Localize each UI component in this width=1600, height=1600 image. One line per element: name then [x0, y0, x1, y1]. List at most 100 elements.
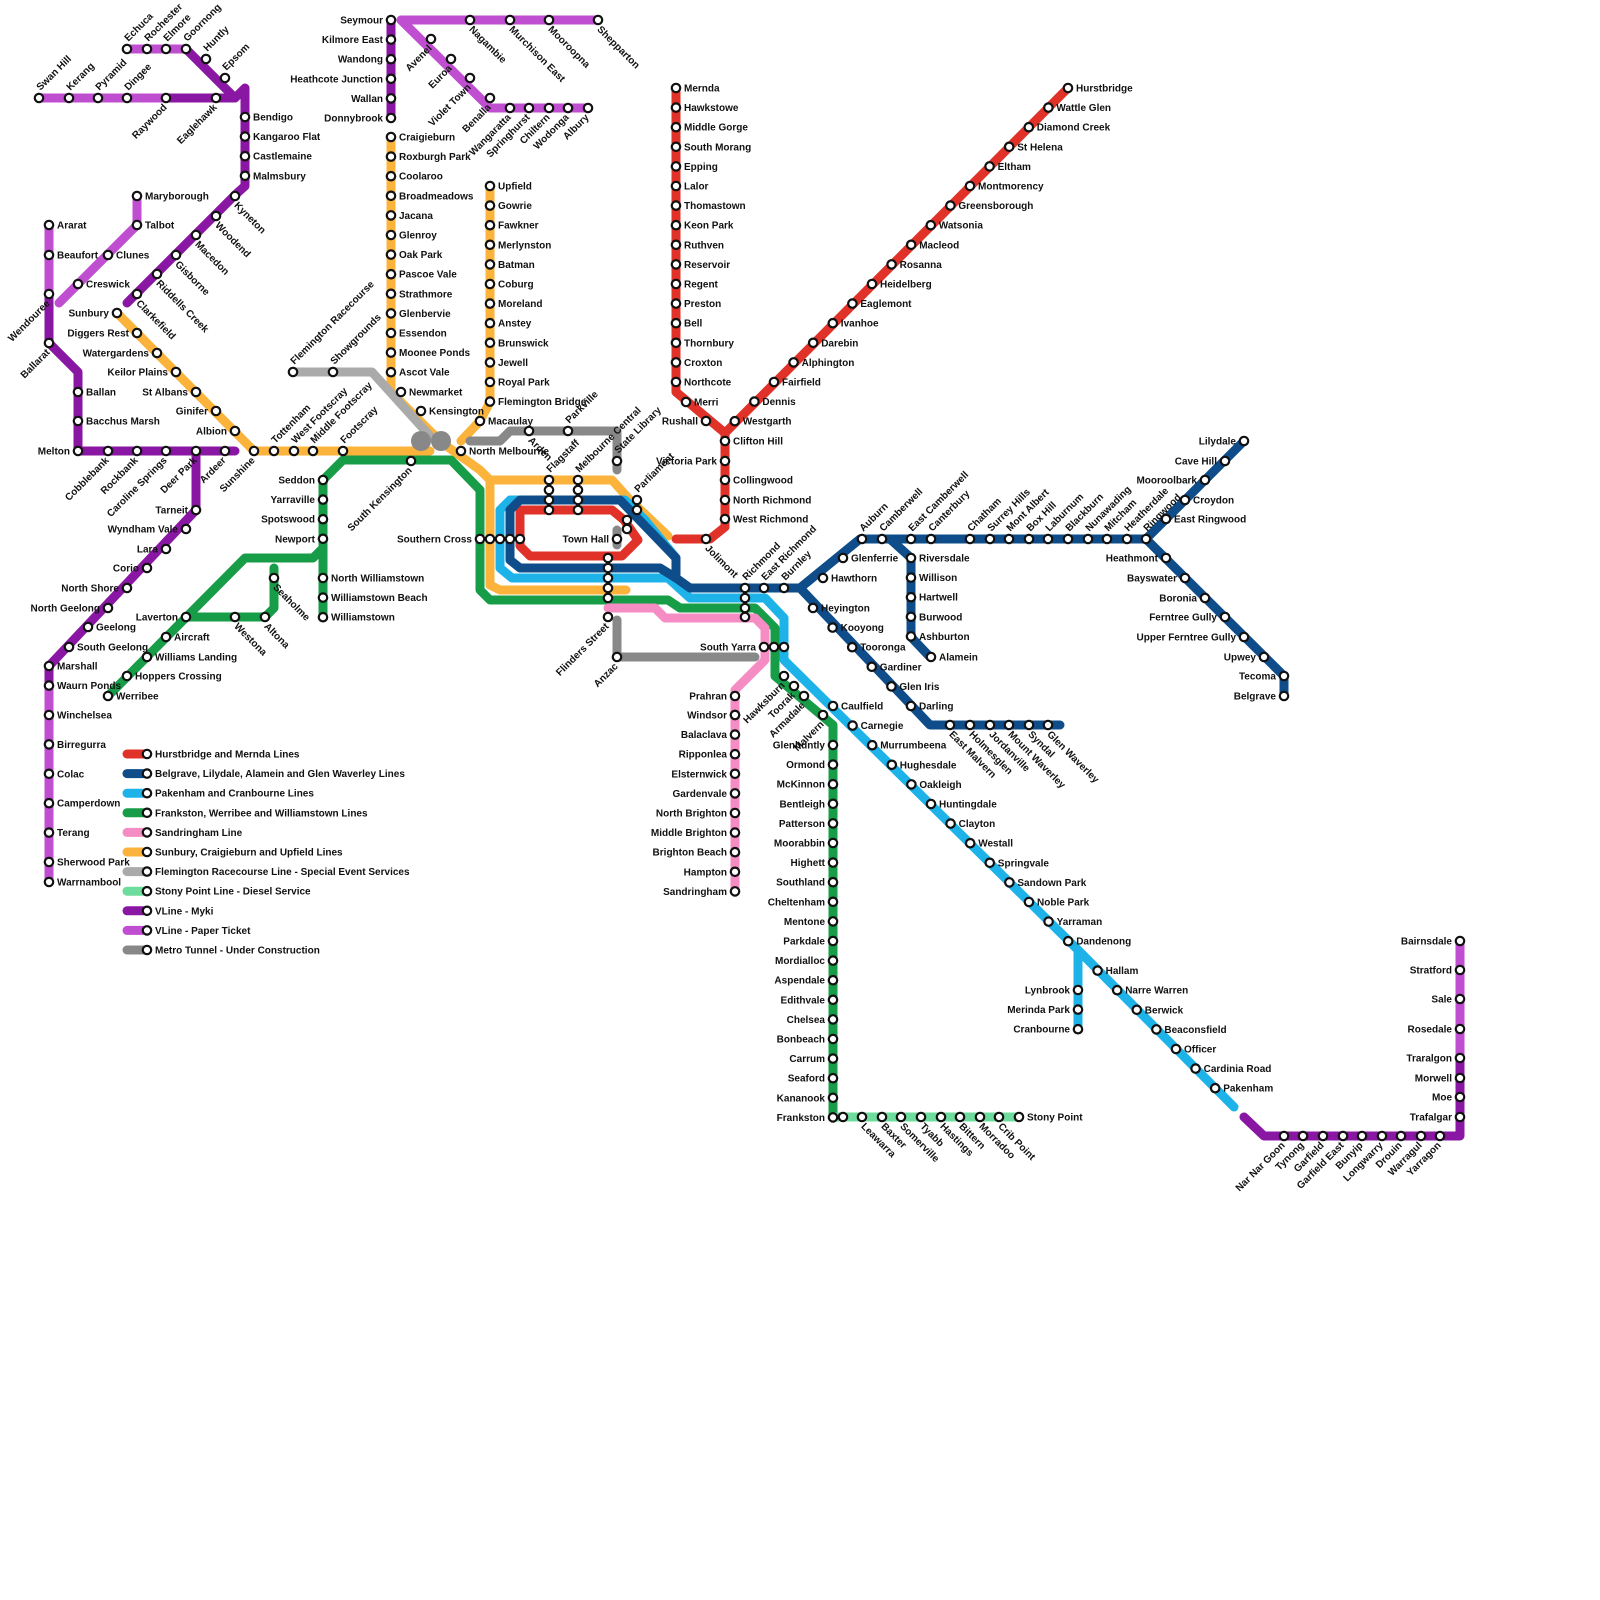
station-birregurra[interactable] [43, 739, 55, 750]
station-pascoe-vale[interactable] [385, 268, 397, 280]
station-elmore[interactable] [160, 43, 172, 55]
station-chelsea[interactable] [827, 1014, 839, 1025]
station-tynong[interactable] [1297, 1130, 1309, 1142]
station-burnley[interactable] [778, 582, 790, 594]
station-coburg[interactable] [484, 278, 496, 290]
station-castlemaine[interactable] [239, 150, 251, 162]
station-eltham[interactable] [984, 161, 995, 172]
station-sunshine[interactable] [248, 445, 260, 457]
station-springvale[interactable] [984, 857, 996, 869]
station-epsom[interactable] [219, 72, 231, 84]
station-east-richmond[interactable] [758, 582, 770, 594]
station-showgrounds[interactable] [327, 366, 339, 378]
station-rochester[interactable] [141, 43, 153, 55]
station-[interactable] [504, 533, 516, 545]
station-essendon[interactable] [385, 327, 397, 339]
station-ripponlea[interactable] [729, 748, 741, 760]
station-williamstown[interactable] [317, 611, 329, 623]
station-berwick[interactable] [1131, 1004, 1143, 1016]
station-kerang[interactable] [63, 92, 75, 104]
station-heatherdale[interactable] [1121, 533, 1133, 545]
station-elsternwick[interactable] [729, 768, 741, 780]
station-edithvale[interactable] [827, 994, 839, 1006]
station-albion[interactable] [229, 425, 241, 437]
station-goornong[interactable] [180, 43, 192, 55]
station-tarneit[interactable] [190, 504, 202, 516]
station-south-geelong[interactable] [63, 641, 75, 653]
station-parkdale[interactable] [827, 935, 839, 947]
station-mount-waverley[interactable] [1003, 719, 1015, 731]
station-darling[interactable] [905, 700, 917, 712]
station-hastings[interactable] [935, 1111, 947, 1123]
station-merri[interactable] [680, 396, 692, 408]
station-marshall[interactable] [43, 660, 55, 672]
station-ballan[interactable] [72, 386, 84, 398]
station-heidelberg[interactable] [866, 278, 878, 290]
station-flagstaff[interactable] [543, 474, 555, 486]
station-glenbervie[interactable] [385, 308, 397, 319]
station-flemington-racecourse[interactable] [287, 366, 299, 378]
station-drouin[interactable] [1395, 1130, 1407, 1142]
station-leawarra[interactable] [856, 1111, 868, 1123]
station-[interactable] [602, 582, 614, 594]
station-[interactable] [572, 484, 584, 496]
station-west-richmond[interactable] [719, 513, 731, 525]
station-west-footscray[interactable] [288, 445, 300, 457]
station-ormond[interactable] [827, 759, 839, 770]
station-yarraman[interactable] [1043, 916, 1054, 927]
station-oakleigh[interactable] [906, 779, 917, 790]
station-batman[interactable] [484, 259, 496, 270]
station-south-yarra[interactable] [758, 641, 770, 653]
station-[interactable] [572, 504, 584, 516]
station-nagambie[interactable] [464, 14, 476, 26]
station-ringwood[interactable] [1140, 533, 1152, 545]
station-geelong[interactable] [82, 621, 94, 633]
station-carrum[interactable] [827, 1053, 839, 1064]
station-wodonga[interactable] [562, 102, 574, 114]
station-echuca[interactable] [121, 43, 133, 55]
station-garfield-east[interactable] [1337, 1130, 1349, 1142]
station-east-malvern[interactable] [944, 719, 956, 731]
station-roxburgh-park[interactable] [385, 151, 397, 162]
station-flinders-street[interactable] [602, 611, 614, 623]
station-warrnambool[interactable] [43, 876, 55, 888]
station-ararat[interactable] [43, 219, 55, 231]
station-blackburn[interactable] [1062, 533, 1074, 545]
station-reservoir[interactable] [670, 259, 682, 270]
station-raywood[interactable] [160, 92, 172, 104]
station-east-camberwell[interactable] [905, 533, 917, 545]
station-box-hill[interactable] [1023, 533, 1035, 545]
station-benalla[interactable] [484, 92, 496, 104]
station-north-richmond[interactable] [719, 494, 731, 506]
station-[interactable] [602, 552, 614, 564]
station-north-shore[interactable] [121, 582, 133, 594]
station-[interactable] [494, 533, 506, 545]
station-south-kensington[interactable] [405, 455, 417, 467]
station-oak-park[interactable] [385, 249, 397, 260]
station-mooroolbark[interactable] [1199, 474, 1211, 486]
station-beaconsfield[interactable] [1151, 1024, 1162, 1035]
station-wyndham-vale[interactable] [180, 523, 192, 535]
station-balaclava[interactable] [729, 729, 741, 740]
station-mont-albert[interactable] [1003, 533, 1015, 545]
station-town-hall[interactable] [611, 533, 623, 545]
station-middle-gorge[interactable] [670, 121, 682, 133]
station-stony-point[interactable] [1013, 1111, 1025, 1123]
station-[interactable] [739, 602, 751, 614]
station-cardinia-road[interactable] [1190, 1063, 1201, 1074]
station-aspendale[interactable] [827, 974, 839, 986]
station-sherwood-park[interactable] [43, 856, 55, 868]
station-melbourne-central[interactable] [572, 474, 584, 486]
station-violet-town[interactable] [464, 72, 476, 84]
station-hampton[interactable] [729, 866, 741, 878]
station-caroline-springs[interactable] [160, 445, 172, 457]
station-ardeer[interactable] [219, 445, 231, 457]
station-longwarry[interactable] [1376, 1130, 1388, 1142]
station-mitcham[interactable] [1101, 533, 1113, 545]
station-dingee[interactable] [121, 92, 133, 104]
station-moe[interactable] [1454, 1091, 1466, 1103]
station-wangaratta[interactable] [504, 102, 516, 114]
station-eaglemont[interactable] [847, 298, 858, 309]
station-upfield[interactable] [484, 180, 496, 192]
station-parkville[interactable] [562, 425, 574, 437]
